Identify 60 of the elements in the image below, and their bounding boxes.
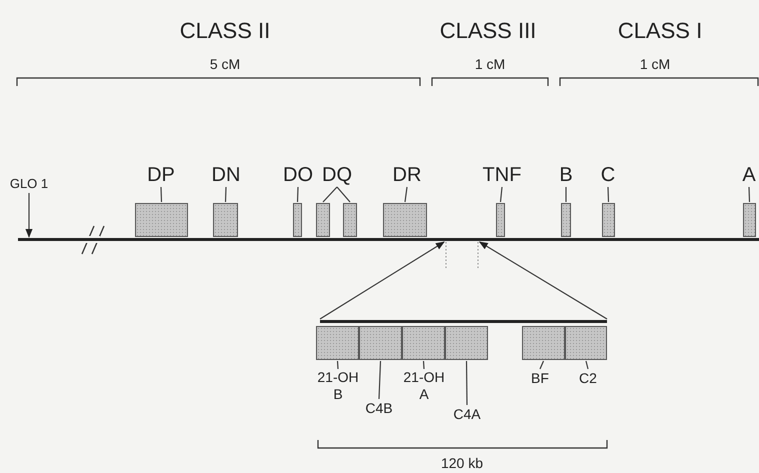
gene-label: GLO 1	[4, 176, 54, 192]
leader-line	[540, 360, 544, 370]
distance-label: 1 cM	[474, 56, 506, 72]
gene-label: TNF	[481, 164, 523, 186]
arrow	[478, 242, 608, 320]
leader-line	[404, 186, 408, 202]
gene-box	[561, 203, 571, 237]
leader-line	[748, 186, 750, 202]
leader-line	[585, 360, 589, 370]
gene-box	[359, 326, 402, 360]
arrow	[320, 242, 445, 320]
gene-box	[135, 203, 188, 237]
gene-box	[496, 203, 505, 237]
gene-label: BF	[526, 370, 554, 387]
leader-line	[296, 186, 299, 202]
leader-line	[322, 186, 338, 202]
gene-label: C4B	[362, 400, 396, 417]
gene-box	[316, 203, 330, 237]
gene-label: DQ	[319, 164, 355, 186]
distance-label: 120 kb	[440, 455, 484, 471]
gene-label: B	[556, 164, 576, 186]
leader-line	[160, 186, 162, 202]
distance-label: 1 cM	[640, 56, 670, 72]
gene-box	[602, 203, 615, 237]
chromosome-line	[18, 238, 759, 241]
gene-box	[293, 203, 302, 237]
leader-line	[565, 187, 567, 202]
leader-line	[378, 360, 382, 400]
gene-label: DP	[144, 164, 178, 186]
gene-box	[402, 326, 445, 360]
gene-label: A	[739, 164, 759, 186]
class-heading: CLASS III	[440, 18, 536, 44]
gene-box	[316, 326, 359, 360]
gene-label: DN	[209, 164, 243, 186]
gene-label: 21-OH B	[314, 370, 362, 402]
leader-line	[224, 186, 227, 202]
class-heading: CLASS I	[618, 18, 702, 44]
gene-box	[445, 326, 488, 360]
leader-line	[336, 360, 339, 370]
gene-box	[343, 203, 357, 237]
gene-box	[743, 203, 756, 237]
expanded-segment-line	[320, 320, 607, 323]
class-heading: CLASS II	[180, 18, 270, 44]
gene-box	[213, 203, 238, 237]
leader-line	[466, 361, 468, 405]
leader-line	[336, 186, 350, 202]
leader-line	[500, 186, 503, 202]
gene-box	[383, 203, 427, 237]
gene-box	[522, 326, 565, 360]
gene-label: DO	[281, 164, 315, 186]
leader-line	[422, 360, 425, 370]
arrow	[25, 193, 33, 238]
distance-label: 5 cM	[210, 56, 240, 72]
gene-label: C	[598, 164, 618, 186]
gene-label: C2	[573, 370, 603, 387]
gene-label: 21-OH A	[400, 370, 448, 402]
gene-label: C4A	[450, 406, 484, 423]
gene-label: DR	[389, 164, 425, 186]
gene-box	[565, 326, 607, 360]
leader-line	[607, 186, 610, 202]
